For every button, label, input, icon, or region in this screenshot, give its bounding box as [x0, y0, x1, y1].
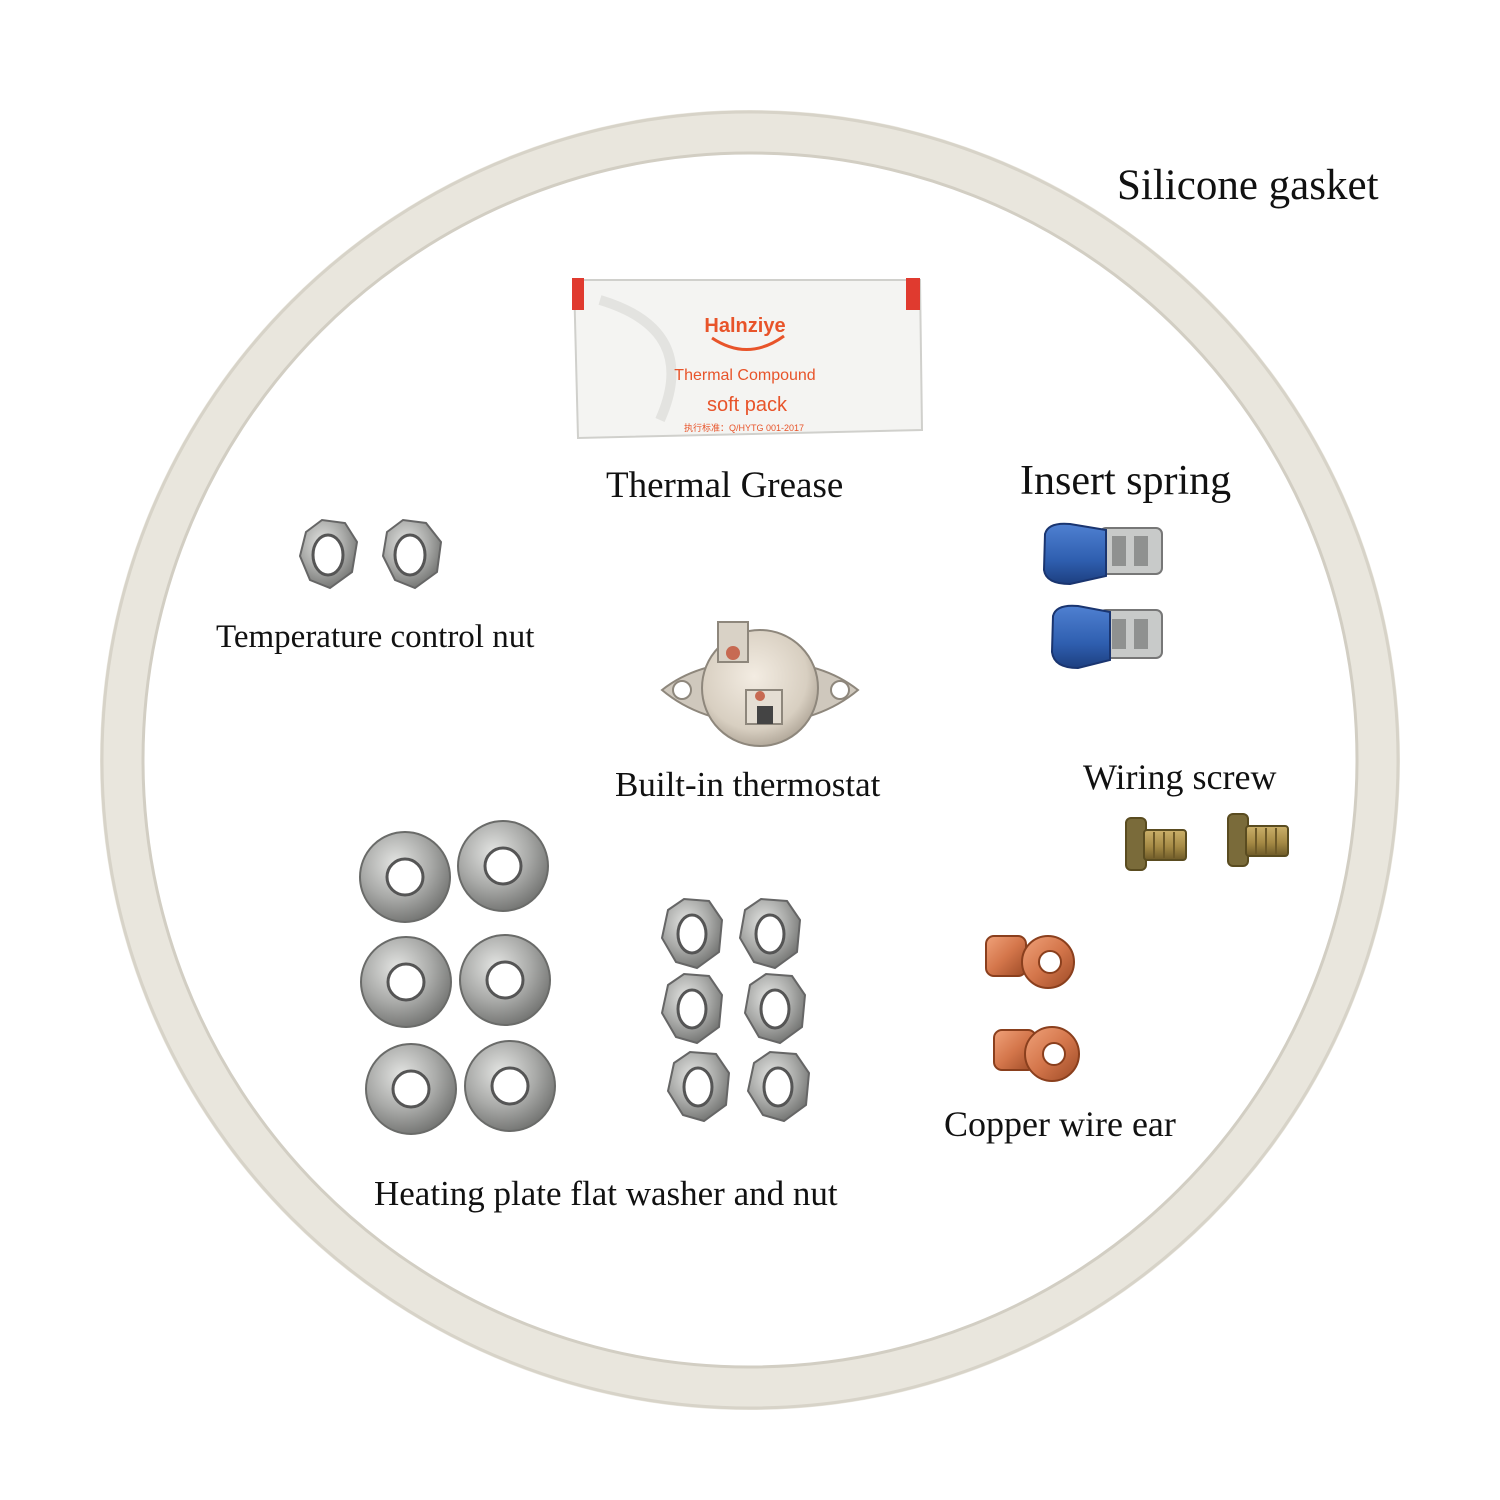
packet-brand: Halnziye — [704, 315, 785, 337]
label-insert-spring: Insert spring — [1020, 458, 1231, 504]
thermostat — [660, 621, 860, 747]
temperature-control-nuts — [298, 518, 443, 590]
label-heating-plate: Heating plate flat washer and nut — [374, 1174, 838, 1213]
copper-wire-ears — [985, 935, 1080, 1082]
packet-standard: 执行标准：Q/HYTG 001-2017 — [684, 422, 804, 433]
flat-washer-holes — [385, 846, 530, 1109]
silicone-gasket — [100, 110, 1400, 1410]
insert-spring-terminals — [1042, 522, 1163, 670]
packet-line1: Thermal Compound — [674, 367, 815, 384]
thermal-grease-packet — [572, 278, 924, 440]
label-builtin-thermostat: Built-in thermostat — [615, 765, 881, 804]
label-temperature-control-nut: Temperature control nut — [216, 619, 534, 655]
heating-plate-nuts — [660, 897, 811, 1123]
label-copper-wire-ear: Copper wire ear — [944, 1104, 1176, 1144]
label-wiring-screw: Wiring screw — [1083, 757, 1276, 797]
label-silicone-gasket: Silicone gasket — [1117, 162, 1379, 209]
wiring-screws — [1125, 813, 1289, 871]
label-thermal-grease: Thermal Grease — [606, 465, 843, 506]
packet-line2: soft pack — [707, 394, 788, 416]
